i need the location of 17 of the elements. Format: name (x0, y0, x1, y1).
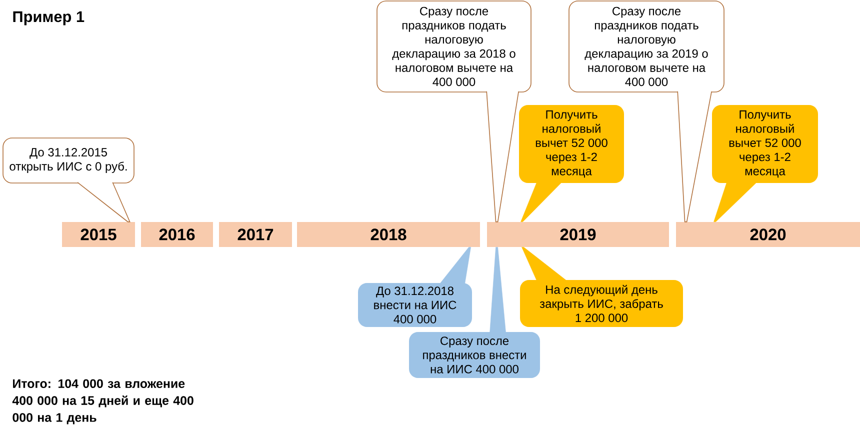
year-bar: 2019 (487, 222, 669, 247)
year-bar: 2016 (141, 222, 213, 247)
callout-pointer (440, 247, 471, 284)
year-bar: 2017 (219, 222, 292, 247)
year-bar: 2018 (297, 222, 480, 247)
year-bar: 2015 (62, 222, 135, 247)
year-bar: 2020 (676, 222, 860, 247)
callout-bubble: Сразу после праздников подать налоговую декларацию за 2019 о налоговом вычете на 400 000 (568, 0, 724, 92)
callout-pointer (520, 182, 562, 222)
callout-pointer (490, 247, 506, 333)
callout-pointer (77, 182, 130, 222)
callout-bubble: Сразу после праздников подать налоговую декларацию за 2018 о налоговом вычете на 400 000 (376, 0, 532, 92)
callout-pointer (522, 247, 567, 281)
callout-pointer (714, 182, 757, 222)
title: Пример 1 (13, 11, 84, 26)
callout-bubble: Сразу после праздников внести на ИИС 400 000 (409, 332, 540, 378)
summary-text: Итого: 104 000 за вложение 400 000 на 15 дней и еще 400 000 на 1 день (12, 379, 194, 424)
